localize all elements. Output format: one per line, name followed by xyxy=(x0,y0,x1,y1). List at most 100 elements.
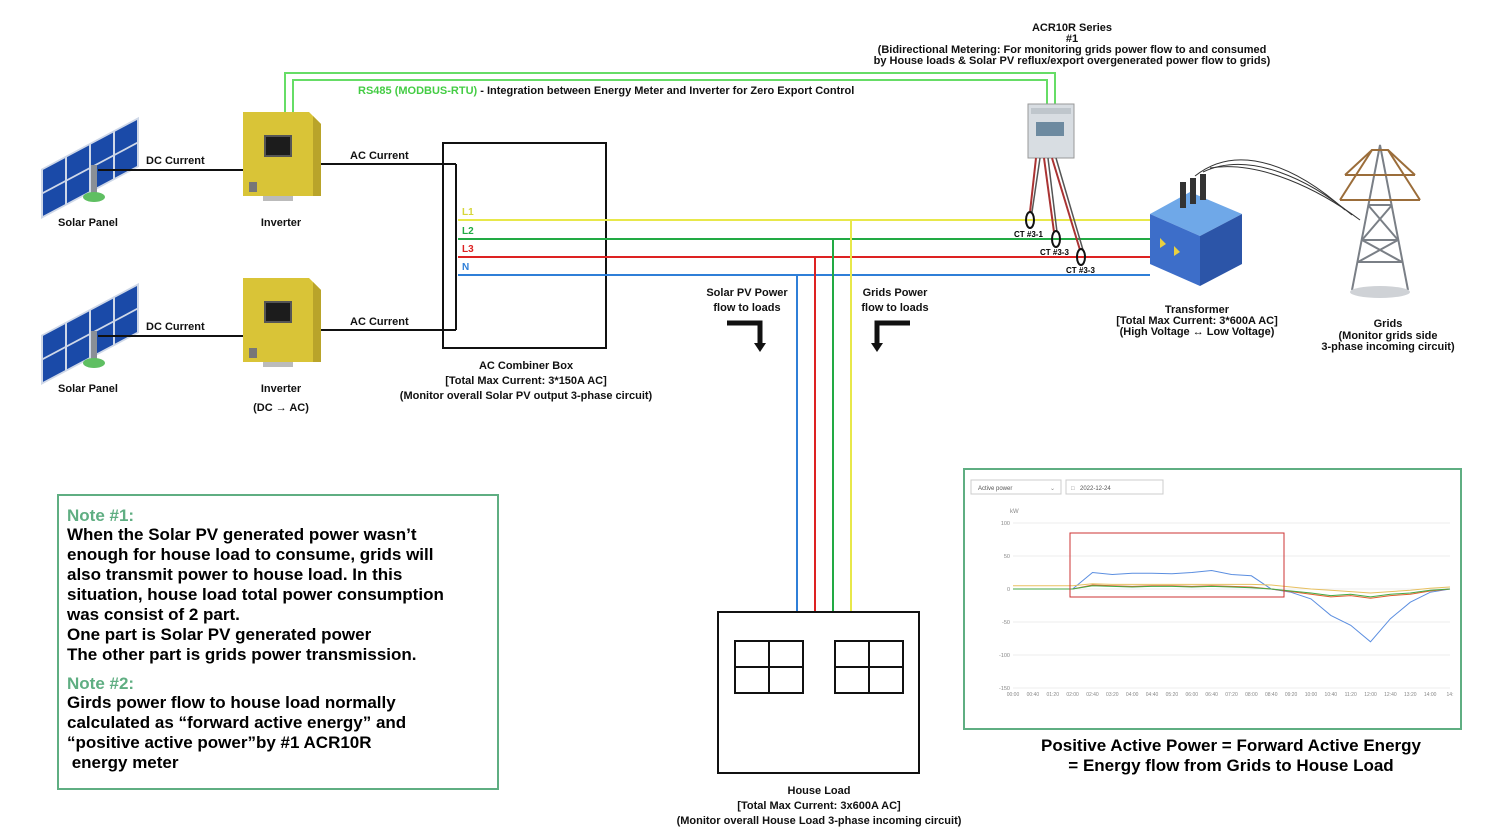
inverter-label: Inverter xyxy=(261,217,302,229)
solar-panel-icon xyxy=(41,116,139,219)
chart-x-tick-label: 12:00 xyxy=(1364,692,1377,698)
note1-line: situation, house load total power consum… xyxy=(67,585,444,604)
grids-desc-1: (Monitor grids side xyxy=(1339,330,1438,342)
solar-panel-label: Solar Panel xyxy=(58,383,118,395)
note1-line: also transmit power to house load. In th… xyxy=(67,565,403,584)
house-load-desc: (Monitor overall House Load 3-phase inco… xyxy=(677,815,962,827)
inverter-sub-label: (DC → AC) xyxy=(253,402,309,414)
breaker-panel-icon xyxy=(834,640,904,694)
chart-x-tick-label: 06:00 xyxy=(1186,692,1199,698)
calendar-icon: □ xyxy=(1071,486,1075,492)
chart-grid xyxy=(1013,522,1450,689)
ct-label: CT #3-1 xyxy=(1014,230,1043,239)
chart-x-tick-label: 10:40 xyxy=(1325,692,1338,698)
note1-line: When the Solar PV generated power wasn’t xyxy=(67,525,417,544)
chart-x-tick-label: 03:20 xyxy=(1106,692,1119,698)
note2-line: Girds power flow to house load normally xyxy=(67,693,396,712)
transmission-wire xyxy=(1209,166,1361,221)
chart-x-tick-label: 07:20 xyxy=(1225,692,1238,698)
combiner-title: AC Combiner Box xyxy=(479,360,574,372)
rs485-cable xyxy=(284,72,1056,112)
grids-title: Grids xyxy=(1374,318,1403,330)
energy-meter-icon xyxy=(1027,103,1075,159)
label-l1: L1 xyxy=(462,207,474,218)
chart-date-picker[interactable] xyxy=(1065,479,1164,495)
ct-clamp-icon xyxy=(1025,211,1035,229)
ct-wire xyxy=(1051,157,1081,251)
solar-flow-label-1: Solar PV Power xyxy=(706,287,788,299)
solar-panel-icon xyxy=(41,282,139,385)
ct-wire xyxy=(1043,157,1055,233)
label-n: N xyxy=(462,262,469,273)
meter-title: ACR10R Series xyxy=(1032,22,1112,34)
chart-y-tick-label: -150 xyxy=(999,686,1010,692)
label-l2: L2 xyxy=(462,226,474,237)
ct-label: CT #3-3 xyxy=(1040,248,1069,257)
meter-desc-1: (Bidirectional Metering: For monitoring … xyxy=(878,44,1267,56)
solar-flow-arrow-icon xyxy=(727,320,766,352)
note1-line: The other part is grids power transmissi… xyxy=(67,645,417,664)
chart-x-tick-label: 08:40 xyxy=(1265,692,1278,698)
chart-ylabel: kW xyxy=(1010,509,1019,515)
ac-current-label: AC Current xyxy=(350,150,409,162)
chart-dropdown[interactable] xyxy=(970,479,1062,495)
chart-y-tick-label: 100 xyxy=(1001,521,1010,527)
chart-y-tick-label: -50 xyxy=(1002,620,1010,626)
chart-y-tick-label: 0 xyxy=(1007,587,1010,593)
transformer-icon xyxy=(1150,174,1242,286)
ct-wire xyxy=(1029,157,1037,213)
solar-panel-label: Solar Panel xyxy=(58,217,118,229)
chart-x-tick-label: 11:20 xyxy=(1345,692,1357,698)
chart-y-tick-label: 50 xyxy=(1004,554,1010,560)
note1-line: was consist of 2 part. xyxy=(67,605,240,624)
chart-series xyxy=(1013,569,1451,643)
note2-title: Note #2: xyxy=(67,674,135,693)
chart-y-tick-label: -100 xyxy=(999,653,1010,659)
transformer-current: [Total Max Current: 3*600A AC] xyxy=(1116,315,1278,327)
chart-highlight-box xyxy=(1069,532,1285,598)
chart-x-tick-label: 14:00 xyxy=(1424,692,1437,698)
chart-x-tick-label: 04:00 xyxy=(1126,692,1139,698)
chart-date-label: 2022-12-24 xyxy=(1080,486,1111,492)
chart-x-tick-label: 05:20 xyxy=(1166,692,1179,698)
ct-clamp-icon xyxy=(1051,230,1061,248)
house-load-title: House Load xyxy=(788,785,851,797)
note1-line: enough for house load to consume, grids … xyxy=(67,545,434,564)
ct-wire xyxy=(1055,157,1084,251)
chart-x-tick-label: 12:40 xyxy=(1384,692,1397,698)
inverter-icon xyxy=(243,112,321,201)
chart-series-line-2 xyxy=(1013,585,1451,598)
inverter-icon xyxy=(243,278,321,367)
ac-current-label: AC Current xyxy=(350,316,409,328)
chart-x-tick-label: 04:40 xyxy=(1146,692,1159,698)
chart-x-tick-label: 00:40 xyxy=(1027,692,1040,698)
transmission-wire xyxy=(1194,159,1346,211)
dc-current-label: DC Current xyxy=(146,155,205,167)
grid-flow-label-2: flow to loads xyxy=(861,302,928,314)
chart-x-tick-label: 09:20 xyxy=(1285,692,1298,698)
transformer-title: Transformer xyxy=(1165,304,1230,316)
note-box: Note #1: When the Solar PV generated pow… xyxy=(57,494,499,790)
chart-x-tick-label: 00:00 xyxy=(1007,692,1020,698)
ct-label: CT #3-3 xyxy=(1066,266,1095,275)
ct-wire xyxy=(1031,157,1041,213)
chart-x-tick-label: 10:00 xyxy=(1305,692,1318,698)
ct-clamp-icon xyxy=(1076,248,1086,266)
transformer-desc: (High Voltage ↔ Low Voltage) xyxy=(1120,326,1275,338)
inverter-label: Inverter xyxy=(261,383,302,395)
note2-line: calculated as “forward active energy” an… xyxy=(67,713,407,732)
combiner-current: [Total Max Current: 3*150A AC] xyxy=(445,375,607,387)
pylon-base xyxy=(1350,286,1410,298)
chart-panel xyxy=(963,468,1462,730)
chevron-down-icon: ⌄ xyxy=(1050,486,1055,492)
note2-line: “positive active power”by #1 ACR10R xyxy=(67,733,372,752)
ac-combiner-box xyxy=(442,142,607,349)
chart-x-tick-label: 06:40 xyxy=(1205,692,1218,698)
chart-x-tick-label: 02:40 xyxy=(1086,692,1099,698)
note1-line: One part is Solar PV generated power xyxy=(67,625,372,644)
power-pylon-icon xyxy=(1339,144,1421,291)
meter-id: #1 xyxy=(1066,33,1078,45)
rs485-cable-2 xyxy=(292,79,1048,112)
